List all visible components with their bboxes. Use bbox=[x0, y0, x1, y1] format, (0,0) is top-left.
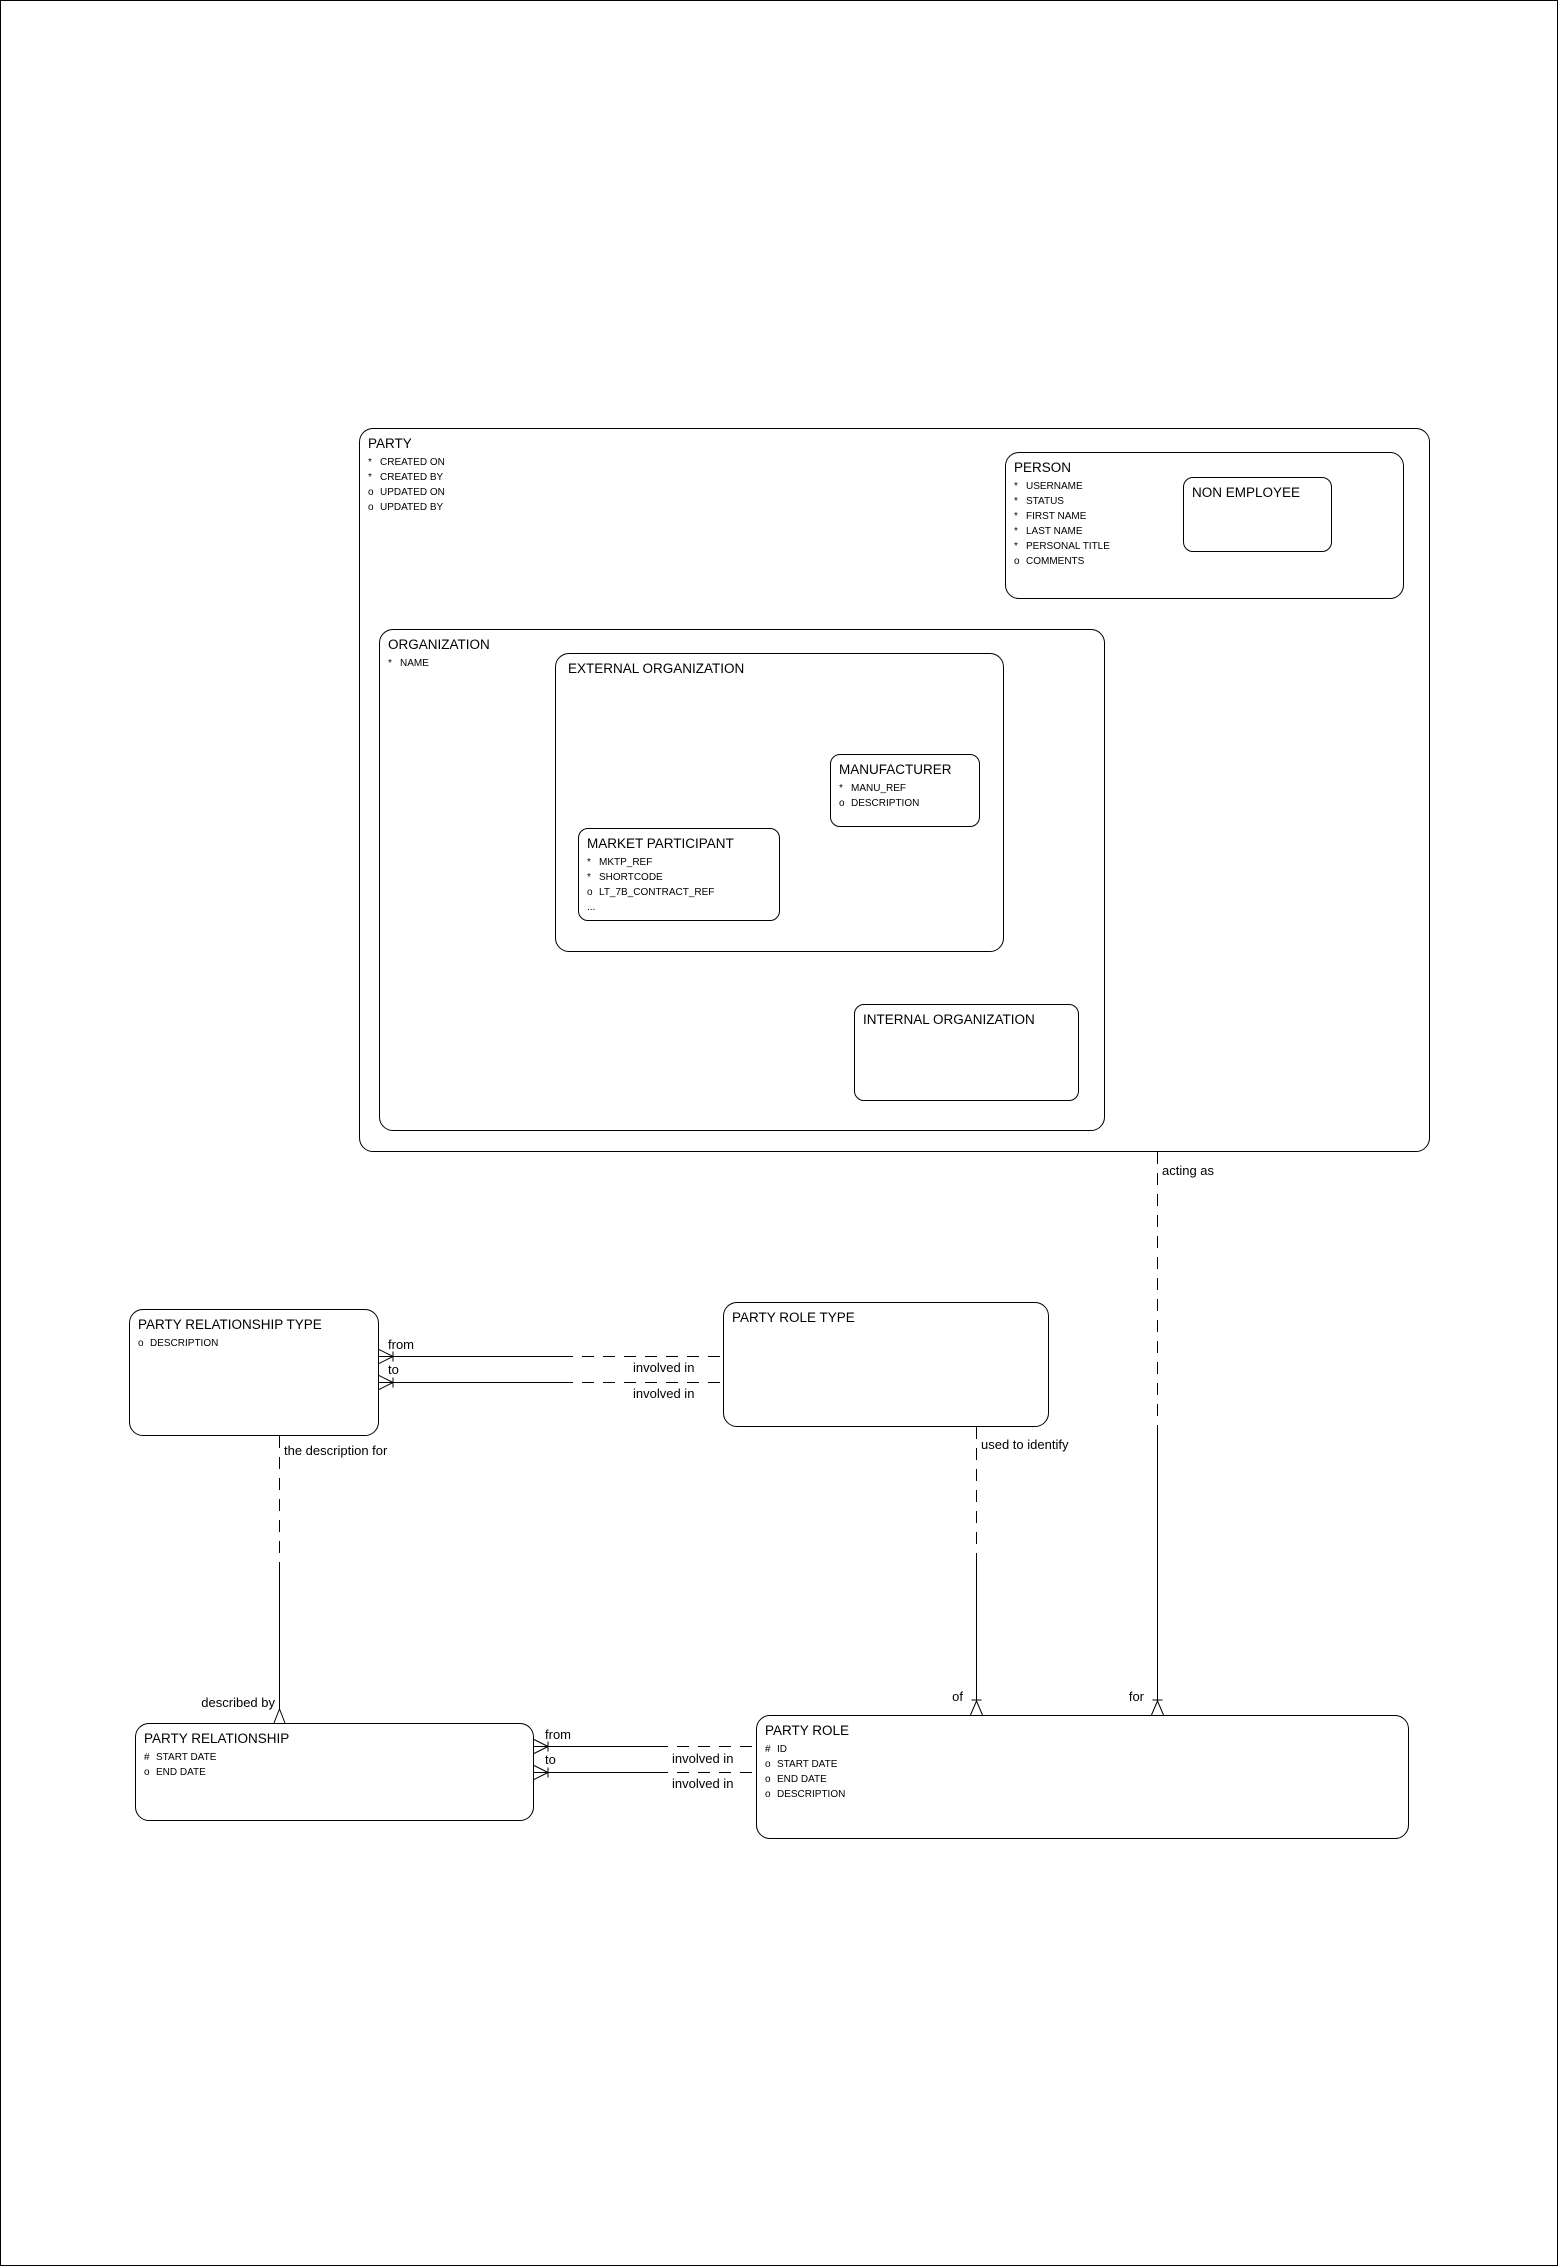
crow-foot-icon bbox=[970, 1699, 983, 1716]
relationship-line-to-solid bbox=[534, 1772, 656, 1773]
relationship-label-described-by: described by bbox=[201, 1695, 275, 1710]
relationship-line-identify-solid bbox=[976, 1556, 977, 1701]
entity-title: INTERNAL ORGANIZATION bbox=[863, 1012, 1035, 1027]
relationship-label-involved-in: involved in bbox=[633, 1360, 695, 1375]
entity-title: PERSON bbox=[1014, 460, 1072, 475]
relationship-label-of: of bbox=[952, 1689, 963, 1704]
relationship-label-from: from bbox=[545, 1727, 571, 1742]
relationship-line-from-solid bbox=[534, 1746, 656, 1747]
attribute-row: *PERSONAL TITLE bbox=[1014, 541, 1110, 552]
relationship-line-from-dashed bbox=[656, 1746, 756, 1747]
relationship-line-type-from-dashed bbox=[561, 1356, 723, 1357]
crow-foot-icon bbox=[378, 1375, 394, 1390]
attribute-row: *LAST NAME bbox=[1014, 526, 1083, 537]
entity-title: PARTY ROLE TYPE bbox=[732, 1310, 855, 1325]
attribute-row: #ID bbox=[765, 1744, 787, 1755]
relationship-label-involved-in: involved in bbox=[672, 1751, 734, 1766]
relationship-line-acting-as-dashed bbox=[1157, 1152, 1158, 1436]
relationship-label-used-to-identify: used to identify bbox=[981, 1437, 1069, 1452]
relationship-line-type-from-solid bbox=[379, 1356, 561, 1357]
entity-title: PARTY RELATIONSHIP bbox=[144, 1731, 290, 1746]
relationship-label-involved-in: involved in bbox=[672, 1776, 734, 1791]
entity-market-participant: MARKET PARTICIPANT *MKTP_REF *SHORTCODE … bbox=[578, 828, 780, 921]
attribute-row: *STATUS bbox=[1014, 496, 1064, 507]
attribute-row: *SHORTCODE bbox=[587, 872, 663, 883]
entity-title: MANUFACTURER bbox=[839, 762, 952, 777]
attribute-list: *NAME bbox=[380, 656, 1104, 671]
entity-title: PARTY RELATIONSHIP TYPE bbox=[138, 1317, 322, 1332]
entity-title: PARTY ROLE bbox=[765, 1723, 850, 1738]
attribute-row: *NAME bbox=[388, 658, 429, 669]
relationship-line-to-dashed bbox=[656, 1772, 756, 1773]
relationship-label-from: from bbox=[388, 1337, 414, 1352]
relationship-line-acting-as-solid bbox=[1157, 1436, 1158, 1701]
relationship-line-type-to-solid bbox=[379, 1382, 561, 1383]
attribute-row: #START DATE bbox=[144, 1752, 217, 1763]
attribute-row: *USERNAME bbox=[1014, 481, 1083, 492]
entity-title: PARTY bbox=[368, 436, 412, 451]
attribute-row: *MKTP_REF bbox=[587, 857, 653, 868]
crow-foot-icon bbox=[533, 1739, 549, 1754]
crow-foot-icon bbox=[533, 1765, 549, 1780]
relationship-label-the-description-for: the description for bbox=[284, 1443, 388, 1458]
entity-title: MARKET PARTICIPANT bbox=[587, 836, 734, 851]
relationship-label-for: for bbox=[1128, 1689, 1144, 1704]
crow-foot-icon bbox=[1151, 1699, 1164, 1716]
entity-title: EXTERNAL ORGANIZATION bbox=[568, 661, 745, 676]
entity-internal-organization: INTERNAL ORGANIZATION bbox=[854, 1004, 1079, 1101]
relationship-label-involved-in: involved in bbox=[633, 1386, 695, 1401]
relationship-label-to: to bbox=[388, 1362, 399, 1377]
attribute-row: *MANU_REF bbox=[839, 783, 907, 794]
attribute-list: *USERNAME *STATUS *FIRST NAME *LAST NAME… bbox=[1006, 479, 1403, 569]
entity-party-role-type: PARTY ROLE TYPE bbox=[723, 1302, 1049, 1427]
relationship-line-type-to-dashed bbox=[561, 1382, 723, 1383]
entity-title: ORGANIZATION bbox=[388, 637, 490, 652]
relationship-line-description-dashed bbox=[279, 1436, 280, 1566]
entity-non-employee: NON EMPLOYEE bbox=[1183, 477, 1332, 552]
relationship-label-to: to bbox=[545, 1752, 556, 1767]
attribute-row: *FIRST NAME bbox=[1014, 511, 1087, 522]
entity-title: NON EMPLOYEE bbox=[1192, 485, 1301, 500]
crow-foot-icon bbox=[273, 1708, 286, 1724]
attribute-row: *CREATED BY bbox=[368, 472, 444, 483]
crow-foot-icon bbox=[378, 1349, 394, 1364]
attribute-row: *CREATED ON bbox=[368, 457, 445, 468]
relationship-label-acting-as: acting as bbox=[1162, 1163, 1215, 1178]
relationship-line-description-solid bbox=[279, 1566, 280, 1709]
relationship-line-identify-dashed bbox=[976, 1427, 977, 1556]
attribute-row: ... bbox=[587, 902, 596, 913]
